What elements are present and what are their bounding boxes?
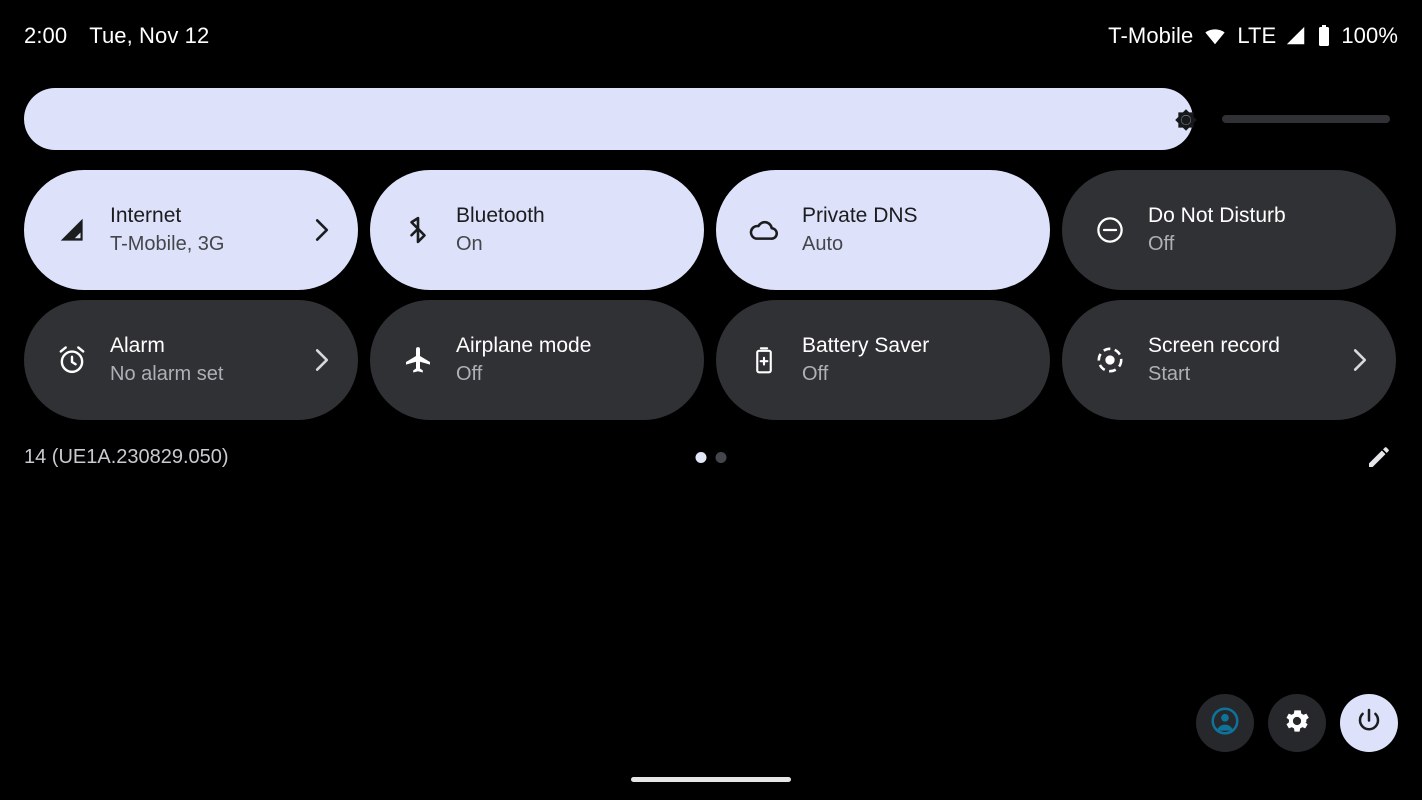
tile-title: Do Not Disturb	[1148, 204, 1286, 227]
chevron-right-icon[interactable]	[1350, 347, 1370, 373]
status-bar: 2:00 Tue, Nov 12 T-Mobile LTE 100%	[0, 0, 1422, 72]
tile-title: Airplane mode	[456, 334, 592, 357]
tile-row-2: Alarm No alarm set Airplane mode Off	[24, 300, 1398, 420]
tile-airplane-mode-labels: Airplane mode Off	[456, 332, 591, 388]
power-icon	[1354, 706, 1384, 741]
airplane-icon	[400, 342, 436, 378]
footer-action-buttons	[1196, 694, 1398, 752]
tile-title: Screen record	[1148, 334, 1280, 357]
carrier-label: T-Mobile	[1108, 23, 1194, 48]
tile-title: Alarm	[110, 334, 165, 357]
home-indicator-pill[interactable]	[631, 777, 791, 782]
brightness-track-fill[interactable]	[24, 88, 1193, 150]
alarm-clock-icon	[54, 342, 90, 378]
status-bar-right: T-Mobile LTE 100%	[1108, 22, 1398, 50]
page-dot-1[interactable]	[695, 452, 707, 463]
bluetooth-icon	[400, 212, 436, 248]
battery-percentage: 100%	[1341, 23, 1398, 48]
cellular-signal-icon	[1285, 25, 1307, 47]
cloud-icon	[746, 212, 782, 248]
wifi-icon	[1202, 25, 1228, 47]
power-button[interactable]	[1340, 694, 1398, 752]
tile-screen-record-labels: Screen record Start	[1148, 332, 1280, 388]
status-bar-left: 2:00 Tue, Nov 12	[24, 22, 209, 50]
settings-button[interactable]	[1268, 694, 1326, 752]
network-type-label: LTE	[1237, 23, 1277, 48]
page-indicator[interactable]	[695, 452, 727, 463]
tile-alarm-labels: Alarm No alarm set	[110, 332, 223, 388]
cellular-signal-icon	[54, 212, 90, 248]
tile-subtitle: Off	[1148, 233, 1175, 255]
battery-saver-icon	[746, 342, 782, 378]
tile-private-dns-labels: Private DNS Auto	[802, 202, 918, 258]
tile-subtitle: T-Mobile, 3G	[110, 233, 225, 255]
tile-internet-labels: Internet T-Mobile, 3G	[110, 202, 224, 258]
tile-private-dns[interactable]: Private DNS Auto	[716, 170, 1050, 290]
battery-full-icon	[1316, 24, 1332, 48]
tile-subtitle: Start	[1148, 363, 1191, 385]
brightness-track-remaining[interactable]	[1222, 115, 1390, 123]
tile-screen-record[interactable]: Screen record Start	[1062, 300, 1396, 420]
tile-do-not-disturb-labels: Do Not Disturb Off	[1148, 202, 1286, 258]
chevron-right-icon[interactable]	[312, 217, 332, 243]
tile-title: Bluetooth	[456, 204, 545, 227]
tile-row-1: Internet T-Mobile, 3G Bluetooth On	[24, 170, 1398, 290]
screen-record-icon	[1092, 342, 1128, 378]
do-not-disturb-icon	[1092, 212, 1128, 248]
tile-do-not-disturb[interactable]: Do Not Disturb Off	[1062, 170, 1396, 290]
tile-subtitle: Off	[802, 363, 829, 385]
tile-internet[interactable]: Internet T-Mobile, 3G	[24, 170, 358, 290]
brightness-slider[interactable]	[24, 88, 1398, 150]
tile-subtitle: No alarm set	[110, 363, 224, 385]
tile-alarm[interactable]: Alarm No alarm set	[24, 300, 358, 420]
user-switcher-button[interactable]	[1196, 694, 1254, 752]
tile-bluetooth[interactable]: Bluetooth On	[370, 170, 704, 290]
gear-icon	[1282, 706, 1312, 741]
build-version-label: 14 (UE1A.230829.050)	[24, 446, 229, 468]
tile-airplane-mode[interactable]: Airplane mode Off	[370, 300, 704, 420]
tile-title: Internet	[110, 204, 182, 227]
quick-settings-footer: 14 (UE1A.230829.050)	[24, 440, 1398, 476]
account-circle-icon	[1209, 705, 1241, 742]
tile-subtitle: Auto	[802, 233, 844, 255]
clock: 2:00	[24, 23, 68, 48]
tile-subtitle: Off	[456, 363, 483, 385]
tile-title: Private DNS	[802, 204, 918, 227]
brightness-sun-icon	[1168, 102, 1204, 138]
tile-title: Battery Saver	[802, 334, 930, 357]
chevron-right-icon[interactable]	[312, 347, 332, 373]
pencil-edit-icon[interactable]	[1362, 440, 1396, 474]
tile-bluetooth-labels: Bluetooth On	[456, 202, 545, 258]
tile-battery-saver-labels: Battery Saver Off	[802, 332, 929, 388]
quick-settings-tile-grid: Internet T-Mobile, 3G Bluetooth On	[24, 170, 1398, 430]
date-label: Tue, Nov 12	[89, 23, 210, 48]
page-dot-2[interactable]	[715, 452, 727, 463]
tile-subtitle: On	[456, 233, 483, 255]
tile-battery-saver[interactable]: Battery Saver Off	[716, 300, 1050, 420]
